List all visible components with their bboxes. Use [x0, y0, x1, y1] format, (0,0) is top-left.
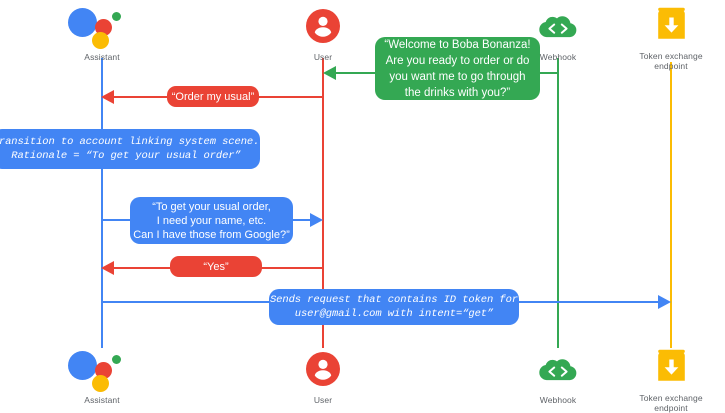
- message-sends-request-note: Sends request that contains ID token for…: [269, 289, 519, 325]
- message-welcome-riser: [557, 72, 559, 74]
- actor-assistant-label: Assistant: [84, 395, 120, 405]
- lifeline-user: [322, 58, 324, 348]
- actor-user-bottom[interactable]: User: [263, 348, 383, 405]
- message-sends-request-arrowhead: [658, 295, 671, 309]
- cloud-code-icon: [498, 348, 618, 392]
- message-transition-note: Transition to account linking system sce…: [0, 129, 260, 169]
- actor-webhook-label: Webhook: [539, 52, 577, 62]
- lifeline-webhook: [557, 58, 559, 348]
- actor-webhook-bottom[interactable]: Webhook: [498, 348, 618, 405]
- actor-assistant-bottom[interactable]: Assistant: [42, 348, 162, 405]
- message-order-usual-bubble: “Order my usual”: [167, 86, 259, 107]
- assistant-green-dot-icon: [112, 355, 121, 364]
- message-welcome-arrowhead: [323, 66, 336, 80]
- message-need-name-arrowhead: [310, 213, 323, 227]
- actor-assistant-label: Assistant: [84, 52, 120, 62]
- message-welcome-bubble: “Welcome to Boba Bonanza! Are you ready …: [375, 37, 540, 100]
- actor-user-label: User: [313, 52, 333, 62]
- download-box-icon: [611, 4, 725, 48]
- user-avatar-icon: [263, 348, 383, 392]
- actor-assistant-top[interactable]: Assistant: [42, 5, 162, 62]
- user-avatar-svg: [306, 352, 340, 386]
- actor-user-label: User: [313, 395, 333, 405]
- assistant-yellow-dot-icon: [92, 32, 109, 49]
- assistant-blue-dot-icon: [68, 8, 97, 37]
- message-yes-arrowhead: [101, 261, 114, 275]
- assistant-red-dot-icon: [95, 19, 112, 36]
- message-need-name-bubble: “To get your usual order, I need your na…: [130, 197, 293, 244]
- actor-user-top[interactable]: User: [263, 5, 383, 62]
- assistant-blue-dot-icon: [68, 351, 97, 380]
- actor-token-endpoint-label: Token exchange endpoint: [639, 51, 703, 71]
- download-box-svg: [658, 349, 685, 381]
- message-yes-bubble: “Yes”: [170, 256, 262, 277]
- actor-webhook-top[interactable]: Webhook: [498, 5, 618, 62]
- google-assistant-logo: [42, 5, 162, 49]
- cloud-code-svg: [539, 359, 577, 381]
- assistant-red-dot-icon: [95, 362, 112, 379]
- actor-token-endpoint-top[interactable]: Token exchange endpoint: [611, 4, 725, 71]
- download-box-icon: [611, 346, 725, 390]
- cloud-code-icon: [498, 5, 618, 49]
- actor-webhook-label: Webhook: [539, 395, 577, 405]
- assistant-yellow-dot-icon: [92, 375, 109, 392]
- user-avatar-icon: [263, 5, 383, 49]
- actor-token-endpoint-bottom[interactable]: Token exchange endpoint: [611, 346, 725, 413]
- lifeline-assistant: [101, 58, 103, 348]
- lifeline-token-endpoint: [670, 62, 672, 348]
- cloud-code-svg: [539, 16, 577, 38]
- google-assistant-logo: [42, 348, 162, 392]
- assistant-green-dot-icon: [112, 12, 121, 21]
- download-box-svg: [658, 7, 685, 39]
- message-order-usual-arrowhead: [101, 90, 114, 104]
- actor-token-endpoint-label: Token exchange endpoint: [639, 393, 703, 413]
- user-avatar-svg: [306, 9, 340, 43]
